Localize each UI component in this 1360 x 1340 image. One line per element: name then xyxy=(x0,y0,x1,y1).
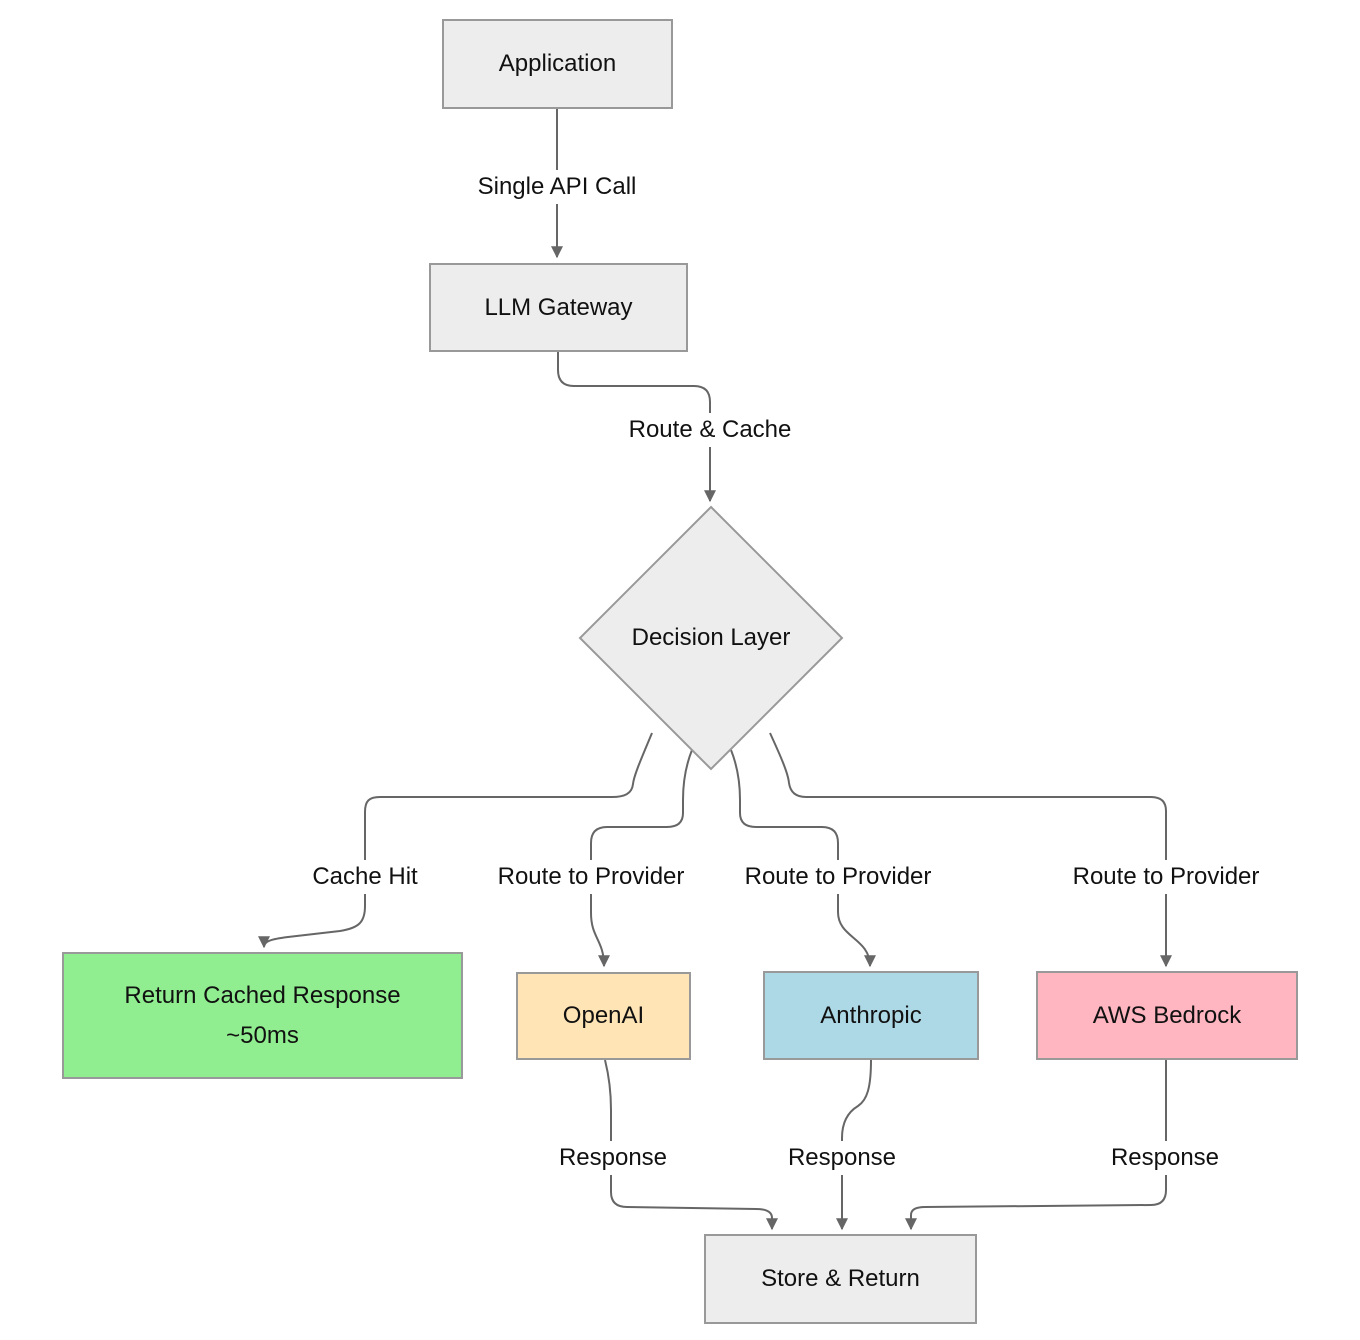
node-aws-bedrock-label: AWS Bedrock xyxy=(1092,1001,1242,1029)
edge-label-response-openai: Response xyxy=(549,1141,677,1175)
node-aws-bedrock: AWS Bedrock xyxy=(1036,971,1298,1060)
edge-decision-to-bedrock xyxy=(769,732,1172,968)
node-decision-shape xyxy=(578,505,844,771)
edge-label-route-to-provider-openai: Route to Provider xyxy=(488,860,694,894)
node-openai-label: OpenAI xyxy=(562,1002,645,1029)
node-application: Application xyxy=(442,19,673,109)
node-application-label: Application xyxy=(498,50,617,77)
edge-decision-to-openai xyxy=(590,749,693,968)
edge-label-route-to-provider-anthropic: Route to Provider xyxy=(735,860,941,894)
node-anthropic: Anthropic xyxy=(763,971,979,1060)
edge-label-cache-hit: Cache Hit xyxy=(303,860,427,894)
edge-decision-to-anthropic xyxy=(730,749,876,968)
edge-bedrock-to-store xyxy=(905,1060,1167,1231)
node-return-cached-response: Return Cached Response ~50ms xyxy=(62,952,463,1079)
node-store-return-label: Store & Return xyxy=(761,1265,920,1292)
edge-anthropic-to-store xyxy=(836,1059,872,1231)
edge-gateway-to-decision xyxy=(557,352,716,503)
node-openai: OpenAI xyxy=(516,972,691,1060)
node-llm-gateway-label: LLM Gateway xyxy=(484,293,633,321)
edge-decision-to-cached xyxy=(258,732,653,949)
node-decision-label: Decision Layer xyxy=(631,624,791,651)
node-llm-gateway: LLM Gateway xyxy=(429,263,688,352)
edge-label-route-and-cache: Route & Cache xyxy=(619,413,801,447)
node-store-return: Store & Return xyxy=(704,1234,977,1324)
edge-label-response-anthropic: Response xyxy=(778,1141,906,1175)
edge-label-single-api-call: Single API Call xyxy=(468,170,646,204)
node-return-cached-response-label: Return Cached Response xyxy=(124,981,401,1009)
node-anthropic-label: Anthropic xyxy=(820,1001,922,1029)
edge-label-response-bedrock: Response xyxy=(1101,1141,1229,1175)
edge-label-route-to-provider-bedrock: Route to Provider xyxy=(1063,860,1269,894)
edge-openai-to-store xyxy=(604,1059,778,1231)
node-return-cached-response-latency: ~50ms xyxy=(226,1021,299,1049)
